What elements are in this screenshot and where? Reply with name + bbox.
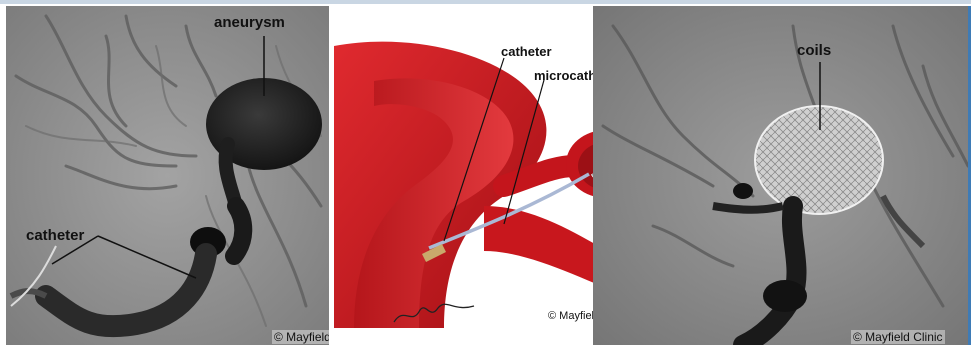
aneurysm-label: aneurysm <box>214 14 285 31</box>
top-border <box>0 0 971 4</box>
coils-label: coils <box>797 42 831 59</box>
copyright-notice: © Mayfield Clinic <box>851 330 945 344</box>
angiogram-after-image <box>593 6 971 345</box>
catheter-label: catheter <box>26 227 84 244</box>
copyright-notice: © Mayfield Clinic <box>272 330 329 344</box>
angiogram-before-panel: aneurysm catheter © Mayfield Clinic <box>6 6 329 345</box>
angiogram-after-panel: coils © Mayfield Clinic <box>593 6 971 345</box>
angiogram-before-image <box>6 6 329 345</box>
catheter-label-illustration: catheter <box>501 44 552 59</box>
